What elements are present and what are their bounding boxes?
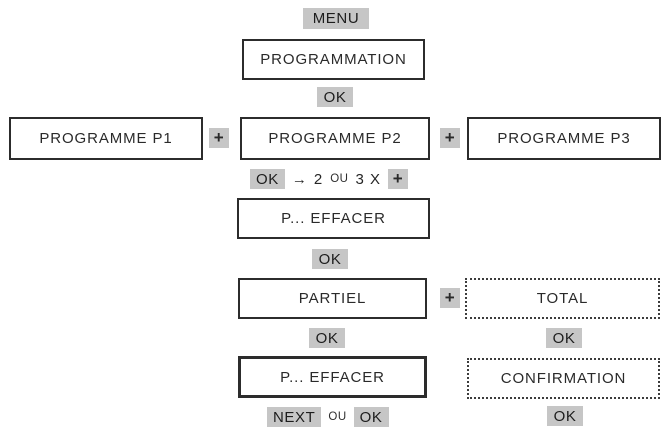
ok-key-under-total: OK xyxy=(546,328,582,348)
ok-key-under-confirmation: OK xyxy=(547,406,583,426)
confirmation-box: CONFIRMATION xyxy=(467,358,660,399)
programme-p3-box: PROGRAMME P3 xyxy=(467,117,661,160)
plus-key-3: + xyxy=(387,169,408,189)
ok-key-select: OK xyxy=(250,169,285,189)
count-second-label: 3 X xyxy=(355,170,381,188)
ou-label-1: ou xyxy=(330,173,349,185)
programmation-box: PROGRAMMATION xyxy=(242,39,425,80)
plus-key-2: + xyxy=(440,128,460,148)
right-arrow-icon: → xyxy=(291,170,307,188)
plus-key-4: + xyxy=(440,288,460,308)
p-effacer-box-2: P... EFFACER xyxy=(238,356,427,398)
ok-key-after-programmation: OK xyxy=(317,87,353,107)
p-effacer-box-1: P... EFFACER xyxy=(237,198,430,239)
plus-key-1: + xyxy=(209,128,229,148)
ou-label-2: ou xyxy=(328,411,347,423)
next-ok-sequence: NEXT ou OK xyxy=(267,406,389,428)
menu-key: MENU xyxy=(303,8,369,29)
ok-key-under-partiel: OK xyxy=(309,328,345,348)
ok-key-after-effacer: OK xyxy=(312,249,348,269)
programme-p2-box: PROGRAMME P2 xyxy=(240,117,430,160)
programme-p1-box: PROGRAMME P1 xyxy=(9,117,203,160)
partiel-box: PARTIEL xyxy=(238,278,427,319)
next-key: NEXT xyxy=(267,407,322,427)
total-box: TOTAL xyxy=(465,278,660,319)
ok-multiplier-sequence: OK → 2 ou 3 X + xyxy=(250,167,408,191)
count-first-label: 2 xyxy=(313,170,324,188)
ok-key-final: OK xyxy=(353,407,389,427)
